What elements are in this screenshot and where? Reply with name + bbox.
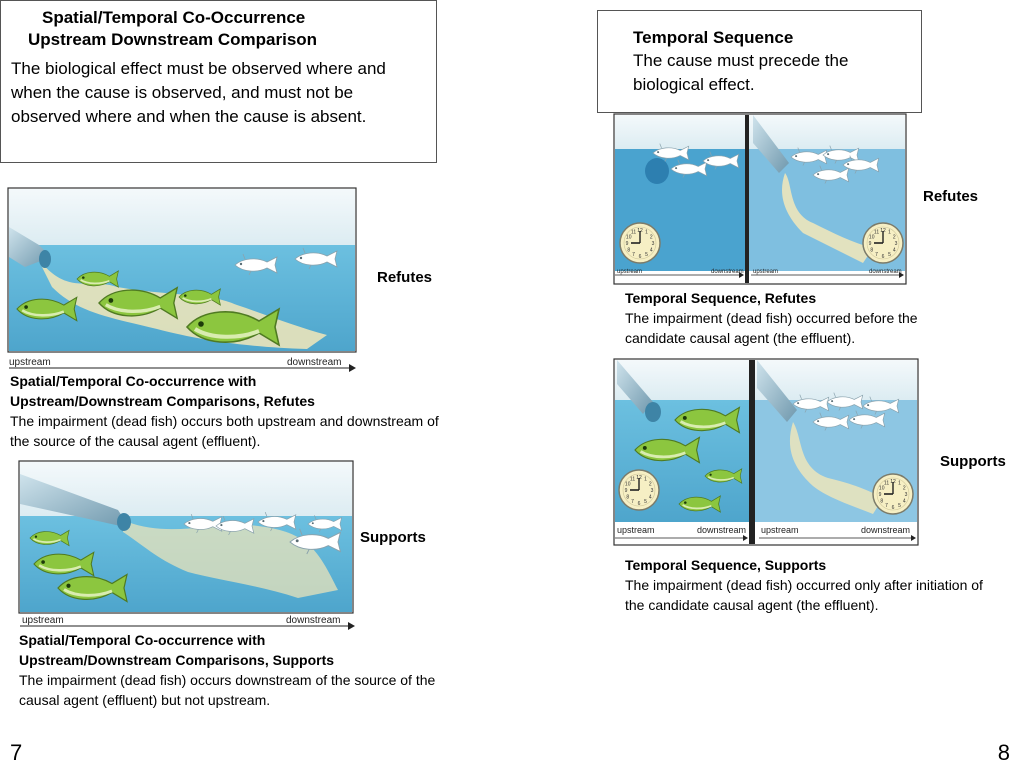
clock-numeral: 4 [903, 498, 906, 504]
clock-numeral: 2 [650, 234, 653, 240]
clock-numeral: 4 [649, 494, 652, 500]
clock-numeral: 11 [630, 477, 635, 483]
caption-body: The impairment (dead fish) occurred befo… [625, 310, 918, 346]
clock-numeral: 10 [869, 234, 875, 240]
clock-numeral: 5 [888, 252, 891, 258]
spatial-refutes-illustration: upstream downstream [7, 187, 357, 372]
temporal-definition-text: The cause must precede the biological ef… [633, 51, 849, 94]
clock-numeral: 3 [895, 241, 898, 247]
caption-title-line1: Spatial/Temporal Co-occurrence with [19, 632, 266, 648]
spatial-supports-verdict: Supports [360, 529, 426, 546]
clock-numeral: 5 [898, 503, 901, 509]
clock-numeral: 12 [880, 228, 886, 234]
page-number-left: 7 [10, 740, 23, 765]
caption-title-line2: Upstream/Downstream Comparisons, Support… [19, 652, 335, 668]
temporal-title: Temporal Sequence [633, 28, 794, 47]
caption-body: The impairment (dead fish) occurs downst… [19, 672, 436, 708]
temporal-definition-box: Temporal Sequence The cause must precede… [597, 10, 922, 113]
clock-numeral: 4 [893, 247, 896, 253]
temporal-supports-caption: Temporal Sequence, Supports The impairme… [625, 555, 995, 615]
clock-numeral: 1 [645, 230, 648, 236]
clock-numeral: 11 [884, 481, 889, 487]
spatial-supports-caption: Spatial/Temporal Co-occurrence with Upst… [19, 630, 449, 710]
clock-numeral: 9 [625, 488, 628, 494]
caption-title: Temporal Sequence, Supports [625, 557, 827, 573]
axis-downstream-label: downstream [286, 615, 340, 626]
axis-upstream-label: upstream [617, 525, 655, 535]
clock-numeral: 10 [879, 485, 885, 491]
spatial-definition-text: The biological effect must be observed w… [11, 59, 386, 126]
clock-numeral: 11 [631, 230, 636, 236]
spatial-title-line2: Upstream Downstream Comparison [28, 30, 318, 49]
clock-numeral: 9 [626, 241, 629, 247]
clock-numeral: 12 [637, 228, 643, 234]
clock-numeral: 1 [898, 481, 901, 487]
axis-upstream-label: upstream [9, 357, 51, 368]
clock-numeral: 3 [652, 241, 655, 247]
caption-title-line1: Spatial/Temporal Co-occurrence with [10, 373, 257, 389]
clock-numeral: 5 [645, 252, 648, 258]
spatial-definition-box: Spatial/Temporal Co-Occurrence Upstream … [0, 0, 437, 163]
clock-numeral: 1 [888, 230, 891, 236]
clock-numeral: 4 [650, 247, 653, 253]
caption-title-line2: Upstream/Downstream Comparisons, Refutes [10, 393, 315, 409]
clock-numeral: 6 [639, 254, 642, 260]
clock-numeral: 3 [905, 492, 908, 498]
axis-downstream-label: downstream [697, 525, 746, 535]
spatial-supports-illustration: upstream downstream [18, 460, 355, 630]
clock-numeral: 8 [880, 498, 883, 504]
clock-numeral: 7 [631, 499, 634, 505]
clock-numeral: 6 [892, 505, 895, 511]
clock-numeral: 12 [636, 475, 642, 481]
caption-body: The impairment (dead fish) occurs both u… [10, 413, 439, 449]
clock-numeral: 6 [882, 254, 885, 260]
clock-numeral: 2 [649, 481, 652, 487]
clock-numeral: 10 [625, 481, 631, 487]
temporal-supports-verdict: Supports [940, 453, 1006, 470]
clock-numeral: 9 [869, 241, 872, 247]
temporal-refutes-caption: Temporal Sequence, Refutes The impairmen… [625, 288, 970, 348]
clock-numeral: 8 [627, 247, 630, 253]
clock-numeral: 2 [893, 234, 896, 240]
axis-downstream-label: downstream [711, 269, 744, 275]
clock-numeral: 9 [879, 492, 882, 498]
clock-numeral: 7 [885, 503, 888, 509]
clock-numeral: 7 [632, 252, 635, 258]
axis-upstream-label: upstream [617, 269, 642, 275]
caption-body: The impairment (dead fish) occurred only… [625, 577, 983, 613]
clock-numeral: 8 [870, 247, 873, 253]
clock-numeral: 3 [651, 488, 654, 494]
axis-upstream-label: upstream [761, 525, 799, 535]
temporal-refutes-verdict: Refutes [923, 188, 979, 205]
caption-title: Temporal Sequence, Refutes [625, 290, 817, 306]
clock-numeral: 1 [644, 477, 647, 483]
spatial-refutes-verdict: Refutes [377, 269, 433, 286]
page-number-right: 8 [997, 740, 1010, 765]
clock-numeral: 11 [874, 230, 879, 236]
axis-upstream-label: upstream [753, 269, 778, 275]
spatial-refutes-caption: Spatial/Temporal Co-occurrence with Upst… [10, 371, 440, 451]
clock-numeral: 2 [903, 485, 906, 491]
clock-numeral: 5 [644, 499, 647, 505]
clock-numeral: 7 [875, 252, 878, 258]
clock-numeral: 8 [626, 494, 629, 500]
clock-numeral: 6 [638, 501, 641, 507]
axis-downstream-label: downstream [869, 269, 902, 275]
axis-downstream-label: downstream [861, 525, 910, 535]
spatial-title-line1: Spatial/Temporal Co-Occurrence [42, 8, 306, 27]
axis-downstream-label: downstream [287, 357, 341, 368]
clock-numeral: 10 [626, 234, 632, 240]
axis-upstream-label: upstream [22, 615, 64, 626]
clock-numeral: 12 [890, 479, 896, 485]
